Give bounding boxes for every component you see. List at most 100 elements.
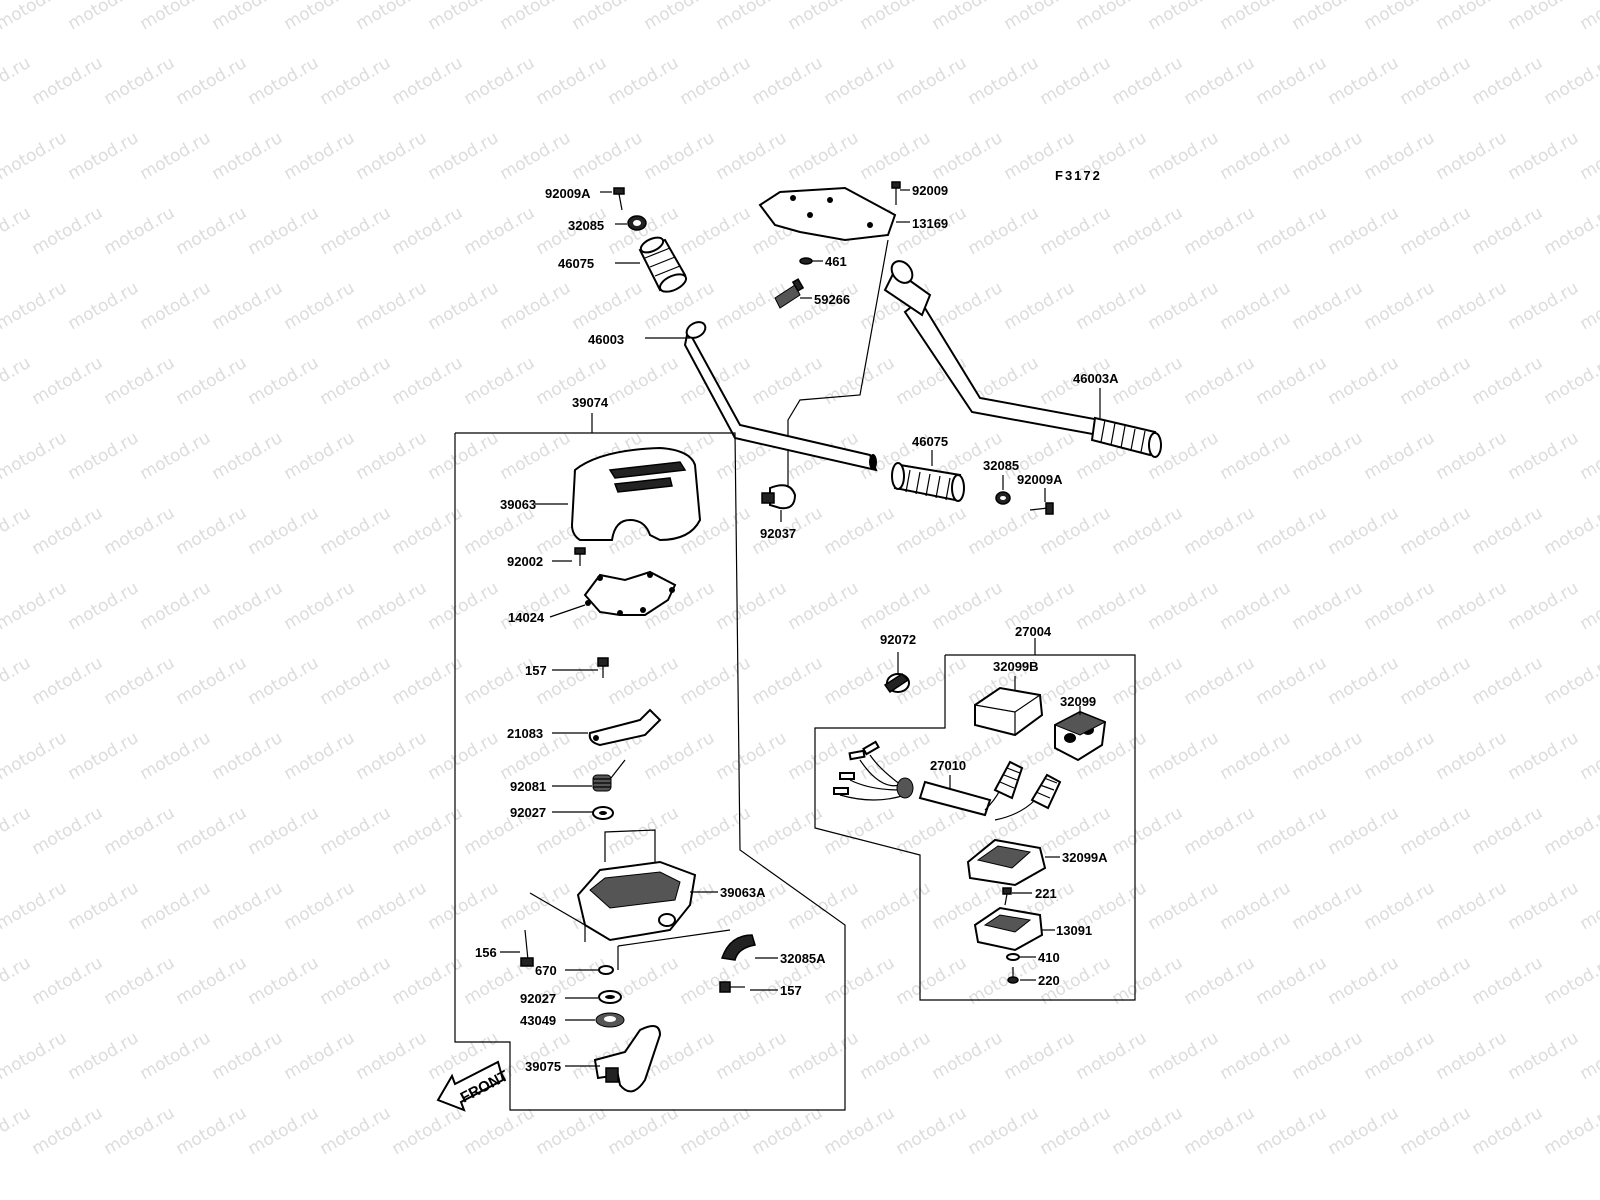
- fitting-59266: [774, 278, 805, 309]
- bolt-92009: [891, 181, 901, 205]
- watermark-text: motod.ru: [713, 278, 791, 334]
- washer-32085-left: [627, 215, 647, 231]
- watermark-text: motod.ru: [1181, 653, 1259, 709]
- watermark-text: motod.ru: [677, 53, 755, 109]
- watermark-text: motod.ru: [1361, 878, 1439, 934]
- watermark-text: motod.ru: [1001, 278, 1079, 334]
- label-14024: 14024: [508, 610, 545, 625]
- watermark-text: motod.ru: [173, 203, 251, 259]
- watermark-text: motod.ru: [569, 128, 647, 184]
- watermark-text: motod.ru: [29, 1103, 107, 1159]
- watermark-text: motod.ru: [1577, 428, 1600, 484]
- watermark-text: motod.ru: [893, 53, 971, 109]
- watermark-text: motod.ru: [209, 278, 287, 334]
- watermark-text: motod.ru: [1145, 128, 1223, 184]
- watermark-text: motod.ru: [1325, 653, 1403, 709]
- watermark-text: motod.ru: [1109, 53, 1187, 109]
- watermark-text: motod.ru: [1361, 128, 1439, 184]
- watermark-text: motod.ru: [1361, 278, 1439, 334]
- handlebar-46003A: [883, 260, 1162, 458]
- watermark-text: motod.ru: [1433, 1028, 1511, 1084]
- watermark-text: motod.ru: [677, 1103, 755, 1159]
- watermark-text: motod.ru: [137, 728, 215, 784]
- watermark-text: motod.ru: [245, 653, 323, 709]
- watermark-text: motod.ru: [29, 53, 107, 109]
- watermark-text: motod.ru: [461, 653, 539, 709]
- watermark-text: motod.ru: [1361, 728, 1439, 784]
- label-92009A-right: 92009A: [1017, 472, 1063, 487]
- watermark-text: motod.ru: [0, 0, 70, 34]
- watermark-text: motod.ru: [353, 278, 431, 334]
- watermark-text: motod.ru: [425, 728, 503, 784]
- watermark-text: motod.ru: [569, 0, 647, 34]
- watermark-text: motod.ru: [677, 803, 755, 859]
- label-220: 220: [1038, 973, 1060, 988]
- watermark-text: motod.ru: [965, 953, 1043, 1009]
- watermark-text: motod.ru: [965, 203, 1043, 259]
- housing-39063A: [576, 829, 697, 942]
- label-32099A: 32099A: [1062, 850, 1108, 865]
- screw-221: [1002, 887, 1012, 906]
- watermark-text: motod.ru: [1109, 203, 1187, 259]
- watermark-text: motod.ru: [1361, 0, 1439, 34]
- watermark-text: motod.ru: [1397, 203, 1475, 259]
- watermark-text: motod.ru: [353, 878, 431, 934]
- watermark-text: motod.ru: [0, 278, 70, 334]
- watermark-text: motod.ru: [605, 1103, 683, 1159]
- watermark-text: motod.ru: [1541, 53, 1600, 109]
- oring-670: [598, 965, 614, 975]
- watermark-text: motod.ru: [1325, 503, 1403, 559]
- mount-plate-13169: [758, 186, 897, 242]
- watermark-text: motod.ru: [245, 203, 323, 259]
- watermark-text: motod.ru: [1289, 428, 1367, 484]
- watermark-text: motod.ru: [101, 503, 179, 559]
- watermark-text: motod.ru: [461, 203, 539, 259]
- watermark-text: motod.ru: [0, 653, 34, 709]
- label-32085-right: 32085: [983, 458, 1019, 473]
- watermark-text: motod.ru: [173, 653, 251, 709]
- label-39074: 39074: [572, 395, 609, 410]
- watermark-text: motod.ru: [1181, 53, 1259, 109]
- watermark-text: motod.ru: [893, 953, 971, 1009]
- watermark-text: motod.ru: [65, 1028, 143, 1084]
- label-46075-center: 46075: [912, 434, 948, 449]
- watermark-text: motod.ru: [0, 578, 70, 634]
- watermark-text: motod.ru: [173, 953, 251, 1009]
- watermark-text: motod.ru: [677, 203, 755, 259]
- watermark-text: motod.ru: [281, 1028, 359, 1084]
- watermark-text: motod.ru: [1289, 728, 1367, 784]
- watermark-text: motod.ru: [245, 1103, 323, 1159]
- watermark-text: motod.ru: [1397, 503, 1475, 559]
- watermark-text: motod.ru: [29, 653, 107, 709]
- watermark-text: motod.ru: [29, 353, 107, 409]
- watermark-text: motod.ru: [101, 953, 179, 1009]
- watermark-text: motod.ru: [857, 1028, 935, 1084]
- watermark-text: motod.ru: [281, 728, 359, 784]
- watermark-text: motod.ru: [1253, 503, 1331, 559]
- watermark-text: motod.ru: [209, 128, 287, 184]
- watermark-text: motod.ru: [425, 578, 503, 634]
- watermark-text: motod.ru: [893, 203, 971, 259]
- label-39063A: 39063A: [720, 885, 766, 900]
- watermark-text: motod.ru: [461, 353, 539, 409]
- watermark-text: motod.ru: [893, 1103, 971, 1159]
- watermark-text: motod.ru: [173, 353, 251, 409]
- watermark-text: motod.ru: [137, 0, 215, 34]
- watermark-text: motod.ru: [1541, 353, 1600, 409]
- watermark-text: motod.ru: [353, 0, 431, 34]
- watermark-text: motod.ru: [1181, 353, 1259, 409]
- assembly-boundary-27004: [814, 654, 1136, 1001]
- label-39063: 39063: [500, 497, 536, 512]
- watermark-text: motod.ru: [0, 803, 34, 859]
- bracket-21083: [588, 708, 662, 747]
- watermark-text: motod.ru: [317, 53, 395, 109]
- grip-46075-left: [638, 236, 688, 293]
- handlebar-46003: [683, 321, 878, 472]
- watermark-text: motod.ru: [0, 428, 70, 484]
- watermark-text: motod.ru: [533, 1103, 611, 1159]
- watermark-text: motod.ru: [209, 878, 287, 934]
- screw-92002: [574, 547, 586, 566]
- bolt-157-upper: [597, 657, 609, 678]
- watermark-text: motod.ru: [0, 1028, 70, 1084]
